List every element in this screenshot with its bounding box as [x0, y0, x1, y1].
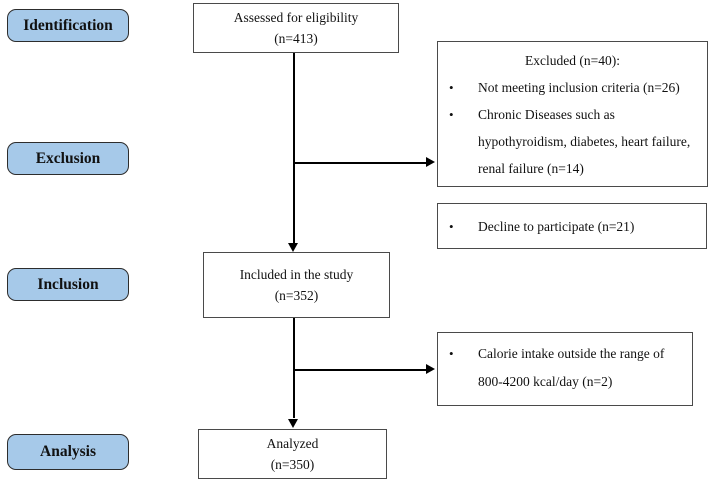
- bullet-icon: •: [449, 107, 454, 122]
- flow-box-analyzed: Analyzed (n=350): [198, 429, 387, 479]
- side-box-decline-to-participate: • Decline to participate (n=21): [437, 203, 707, 249]
- list-item: • Not meeting inclusion criteria (n=26): [438, 74, 707, 101]
- bullet-text-line: hypothyroidism, diabetes, heart failure,: [478, 134, 691, 149]
- bullet-text-line: Not meeting inclusion criteria (n=26): [478, 80, 680, 95]
- stage-label-text: Inclusion: [37, 275, 99, 293]
- arrowhead-right-icon: [426, 157, 435, 167]
- excluded-title: Excluded (n=40):: [525, 53, 620, 68]
- list-item: • Decline to participate (n=21): [438, 213, 706, 240]
- bullet-text-line: renal failure (n=14): [478, 161, 584, 176]
- connector-line-to-calorie: [294, 369, 426, 371]
- box-text-line: Assessed for eligibility: [233, 10, 359, 25]
- bullet-icon: •: [449, 80, 454, 95]
- flow-box-assessed-for-eligibility: Assessed for eligibility (n=413): [193, 3, 399, 53]
- bullet-icon: •: [449, 346, 454, 361]
- list-item: • Chronic Diseases such as hypothyroidis…: [438, 101, 707, 182]
- arrowhead-down-icon: [288, 243, 298, 252]
- arrowhead-down-icon: [288, 419, 298, 428]
- stage-label-text: Identification: [23, 16, 113, 34]
- stage-label-text: Exclusion: [35, 149, 101, 167]
- stage-label-analysis: Analysis: [7, 434, 129, 470]
- stage-label-identification: Identification: [7, 9, 129, 42]
- box-text-line: Analyzed: [266, 436, 319, 451]
- box-count: (n=413): [274, 31, 318, 46]
- box-count: (n=352): [274, 288, 319, 303]
- box-text-line: Included in the study: [239, 267, 354, 282]
- stage-label-inclusion: Inclusion: [7, 268, 129, 301]
- stage-label-text: Analysis: [40, 443, 96, 460]
- list-item: • Calorie intake outside the range of 80…: [438, 340, 692, 396]
- bullet-text-line: Decline to participate (n=21): [478, 219, 635, 234]
- arrowhead-right-icon: [426, 364, 435, 374]
- flow-box-included-in-study: Included in the study (n=352): [203, 252, 390, 318]
- connector-line-to-excluded: [294, 162, 426, 164]
- stage-label-exclusion: Exclusion: [7, 142, 129, 175]
- bullet-text-line: Calorie intake outside the range of: [478, 346, 665, 361]
- bullet-icon: •: [449, 219, 454, 234]
- box-count: (n=350): [270, 457, 315, 472]
- bullet-text-line: Chronic Diseases such as: [478, 107, 615, 122]
- side-box-calorie-intake: • Calorie intake outside the range of 80…: [437, 332, 693, 406]
- side-box-excluded: Excluded (n=40): • Not meeting inclusion…: [437, 41, 708, 187]
- bullet-text-line: 800-4200 kcal/day (n=2): [478, 374, 613, 389]
- connector-line-vertical-top: [293, 53, 295, 243]
- connector-line-vertical-bottom: [293, 318, 295, 418]
